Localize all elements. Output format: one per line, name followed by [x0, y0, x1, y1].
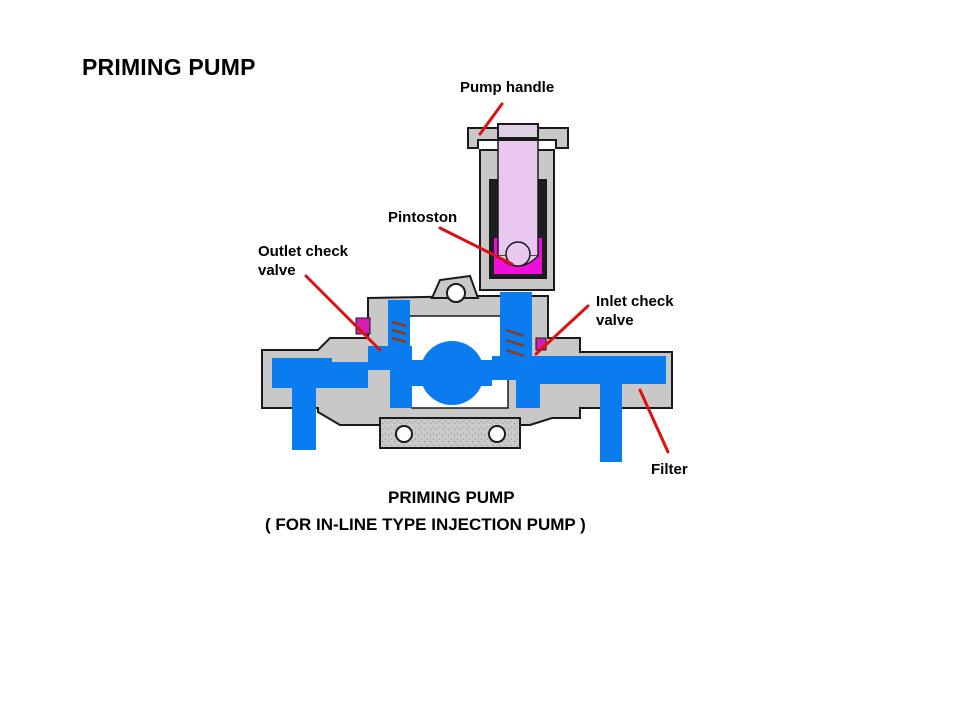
leader-lines — [304, 102, 670, 454]
leader-outlet-valve — [304, 274, 382, 352]
leader-pump-handle — [478, 102, 504, 136]
check-valve-springs — [391, 320, 525, 358]
label-pump-handle: Pump handle — [460, 79, 555, 96]
leader-pintoston — [438, 226, 514, 266]
leader-filter — [638, 388, 670, 454]
label-inlet-check-valve-line2: valve — [596, 312, 634, 329]
pump-cylinder — [479, 139, 555, 291]
label-pintoston: Pintoston — [388, 209, 458, 226]
leader-inlet-valve — [534, 304, 590, 356]
caption-line2: ( FOR IN-LINE TYPE INJECTION PUMP ) — [265, 515, 586, 534]
label-inlet-check-valve-line1: Inlet check — [596, 293, 674, 310]
pump-handle-part — [467, 123, 569, 149]
caption-line1: PRIMING PUMP — [388, 488, 515, 507]
fuel-passages — [272, 292, 666, 462]
page-title: PRIMING PUMP — [82, 54, 256, 80]
label-outlet-check-valve-line1: Outlet check — [258, 243, 349, 260]
label-outlet-check-valve-line2: valve — [258, 262, 296, 279]
label-filter: Filter — [651, 461, 688, 478]
